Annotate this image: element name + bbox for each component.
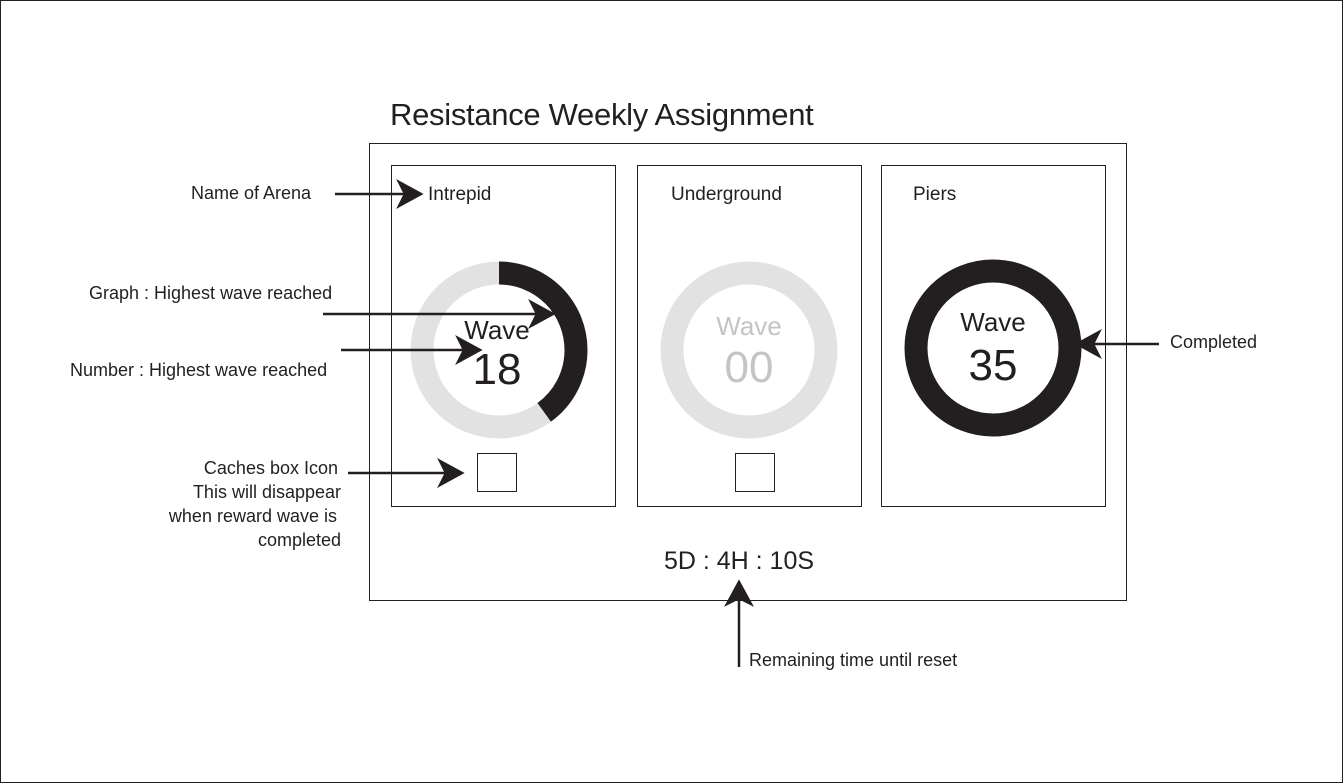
wave-label-piers: Wave (960, 307, 1026, 337)
ring-track (660, 261, 838, 439)
wave-label-intrepid: Wave (464, 315, 530, 345)
arena-name-piers: Piers (913, 184, 957, 205)
wave-number-intrepid: 18 (472, 345, 522, 394)
page-title: Resistance Weekly Assignment (390, 97, 814, 132)
arena-card-underground[interactable] (637, 165, 862, 507)
wave-number-piers: 35 (968, 341, 1018, 390)
reset-countdown-timer: 5D : 4H : 10S (663, 547, 815, 575)
wave-number-underground: 00 (724, 343, 774, 392)
annotation-cache-line1: Caches box Icon (203, 458, 338, 478)
annotation-number: Number : Highest wave reached (70, 360, 328, 380)
annotation-cache-box: Caches box Icon This will disappear when… (137, 456, 341, 552)
annotation-remaining-time: Remaining time until reset (749, 650, 958, 670)
arrow-graph (323, 298, 556, 330)
annotation-name-of-arena: Name of Arena (191, 183, 312, 203)
annotation-cache-line4: completed (257, 530, 341, 550)
wave-label-underground: Wave (716, 311, 782, 341)
annotation-completed: Completed (1170, 332, 1258, 352)
arrow-cache-box (348, 457, 465, 489)
wave-progress-ring-piers (904, 259, 1082, 437)
annotation-graph: Graph : Highest wave reached (89, 283, 333, 303)
cache-box-icon-intrepid[interactable] (477, 453, 517, 492)
arena-name-underground: Underground (671, 184, 782, 205)
wave-progress-ring-underground (660, 261, 838, 439)
arrow-remaining-time (723, 579, 755, 667)
arrow-completed (1074, 328, 1159, 360)
ring-progress (410, 261, 588, 439)
arrow-name-of-arena (335, 178, 424, 210)
arena-card-piers[interactable] (881, 165, 1106, 507)
cache-box-icon-underground[interactable] (735, 453, 775, 492)
ring-progress (904, 259, 1082, 437)
arena-card-intrepid[interactable] (391, 165, 616, 507)
arrow-number (341, 334, 483, 366)
annotation-cache-line2: This will disappear (192, 482, 341, 502)
arena-name-intrepid: Intrepid (428, 184, 492, 205)
annotation-cache-line3: when reward wave is (168, 506, 337, 526)
